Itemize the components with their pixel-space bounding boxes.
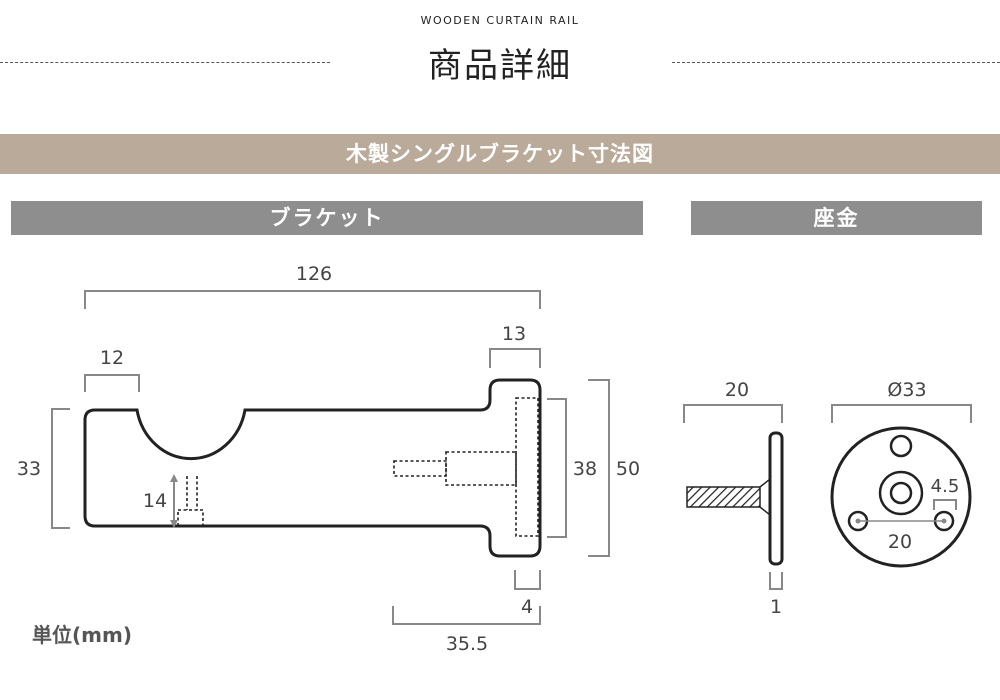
plate-side-dimension-lines (683, 404, 783, 590)
dim-end-width: 13 (502, 323, 526, 345)
diagram-banner: 木製シングルブラケット寸法図 (0, 134, 1000, 174)
dim-total-length: 126 (296, 263, 332, 285)
plate-front-dimension-lines (831, 404, 972, 510)
bracket-dimension-lines (51, 290, 610, 625)
dim-hole-size: 4.5 (931, 476, 960, 497)
dim-outer-height: 50 (616, 458, 640, 480)
dim-height: 33 (17, 458, 41, 480)
dim-plate-diameter: Ø33 (887, 379, 926, 401)
bracket-outline (83, 378, 542, 558)
dim-cup-width: 12 (100, 347, 124, 369)
dim-screw-depth: 14 (143, 490, 167, 512)
depth-arrows (170, 474, 178, 528)
dim-inner-height: 38 (573, 458, 597, 480)
bracket-section-header: ブラケット (11, 201, 643, 235)
plate-front-view (830, 426, 972, 568)
unit-note: 単位(mm) (32, 623, 132, 647)
title-divider-left (0, 62, 330, 63)
dim-end-thickness: 4 (521, 596, 533, 618)
dim-screw-length: 35.5 (446, 633, 488, 655)
bracket-hidden-lines (177, 397, 539, 537)
plate-side-view (686, 431, 784, 566)
header-subtitle: WOODEN CURTAIN RAIL (420, 14, 580, 27)
page-title: 商品詳細 (428, 46, 572, 86)
dim-plate-width: 20 (725, 379, 749, 401)
dim-plate-thickness: 1 (770, 596, 782, 618)
plate-section-header: 座金 (691, 201, 982, 235)
title-divider-right (672, 62, 1000, 63)
dim-hole-spacing: 20 (888, 531, 912, 553)
